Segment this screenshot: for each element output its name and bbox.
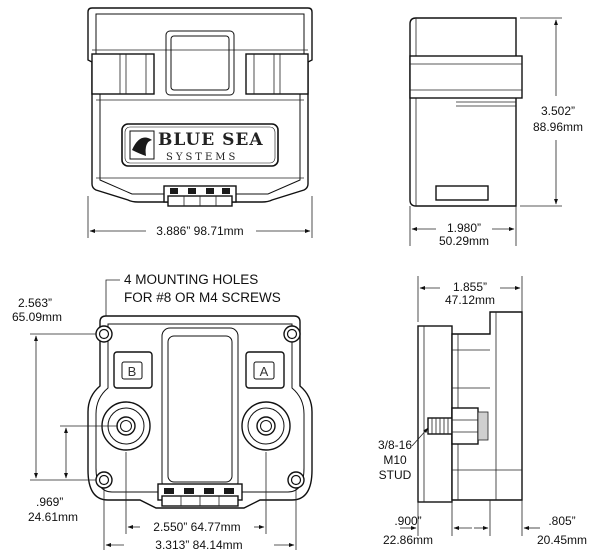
side2-depth-mm: 47.12mm [445, 293, 495, 307]
front-view: BLUE SEA SYSTEMS 3.886” 98.71mm [87, 7, 313, 238]
bottom-connector [157, 483, 243, 507]
stud-terminal-b [101, 401, 151, 451]
bottom-view: 4 MOUNTING HOLES FOR #8 OR M4 SCREWS B [12, 272, 313, 552]
hole-height-in: 2.563” [18, 296, 52, 310]
mounting-hole-top-right [283, 325, 301, 343]
stud-height-in: .969” [36, 495, 63, 509]
logo-brand-text: BLUE SEA [158, 130, 264, 150]
center-column-inner [167, 335, 233, 483]
mounting-hole-bottom-left [95, 471, 113, 489]
brand-logo: BLUE SEA SYSTEMS [121, 123, 279, 167]
hole-height-mm: 65.09mm [12, 310, 62, 324]
stud-bolt [427, 407, 489, 445]
hole-spacing-dim: 3.313” 84.14mm [155, 538, 242, 552]
side-housing [409, 17, 517, 207]
side-depth-mm: 50.29mm [439, 234, 489, 248]
side-view-bottom: 1.855” 47.12mm 3/8-16 M10 STUD [378, 276, 587, 547]
terminal-a-label: A [245, 351, 285, 389]
mounting-hole-bottom-right [287, 471, 305, 489]
stud-label-2: M10 [383, 453, 407, 467]
front-right-tab [245, 53, 309, 95]
side2-body [451, 311, 523, 501]
bottom-inner-outline [95, 323, 305, 493]
front-housing [87, 7, 313, 203]
front-center-window-inner [170, 35, 230, 91]
mounting-leader [105, 279, 120, 324]
side2-base [417, 325, 453, 503]
terminal-a-text: A [260, 364, 269, 379]
side2-depth-in: 1.855” [453, 280, 487, 294]
terminal-b-label: B [113, 351, 153, 389]
side-height-mm: 88.96mm [533, 120, 583, 134]
side-connector [435, 185, 489, 201]
flange-dim-in: .805” [548, 514, 575, 528]
mounting-hole-top-left [95, 325, 113, 343]
side-depth-in: 1.980” [447, 221, 481, 235]
side-tab-block [409, 55, 523, 99]
stud-leader [411, 427, 429, 447]
front-left-tab [91, 53, 155, 95]
stud-label-3: STUD [379, 468, 412, 482]
front-center-window [165, 30, 235, 96]
side-height-in: 3.502” [541, 104, 575, 118]
stud-spacing-dim: 2.550” 64.77mm [153, 520, 240, 534]
base-dim-in: .900” [394, 514, 421, 528]
base-dim-mm: 22.86mm [383, 533, 433, 547]
terminal-b-text: B [128, 364, 137, 379]
stud-terminal-a [241, 401, 291, 451]
logo-wave-icon [129, 130, 155, 160]
side-view-top: 1.980” 50.29mm 3.502” 88.96mm [409, 17, 583, 248]
mounting-note-line2: FOR #8 OR M4 SCREWS [124, 290, 281, 305]
front-width-dim: 3.886” 98.71mm [156, 224, 243, 238]
stud-label-1: 3/8-16 [378, 438, 412, 452]
logo-sub-text: SYSTEMS [166, 152, 238, 163]
flange-dim-mm: 20.45mm [537, 533, 587, 547]
stud-height-mm: 24.61mm [28, 510, 78, 524]
front-connector [163, 185, 237, 207]
mounting-note-line1: 4 MOUNTING HOLES [124, 272, 258, 287]
